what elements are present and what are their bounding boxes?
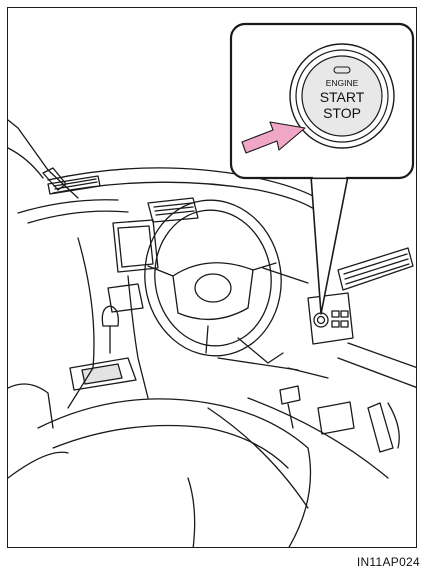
brake-pedal <box>318 402 354 434</box>
steering-wheel <box>135 191 291 364</box>
button-line1: ENGINE <box>326 78 359 88</box>
button-line2: START <box>320 89 365 105</box>
engine-switch-icon: ENGINE START STOP <box>290 44 394 148</box>
engine-switch-small <box>314 313 328 327</box>
right-vent <box>338 248 413 290</box>
driver-seat <box>8 399 311 548</box>
dashboard-illustration: ENGINE START STOP <box>8 8 417 548</box>
gear-shifter <box>70 306 136 390</box>
button-line3: STOP <box>323 105 361 121</box>
figure-code: IN11AP024 <box>357 555 420 569</box>
illustration-frame: ENGINE START STOP <box>7 7 417 548</box>
center-vent <box>148 198 198 222</box>
